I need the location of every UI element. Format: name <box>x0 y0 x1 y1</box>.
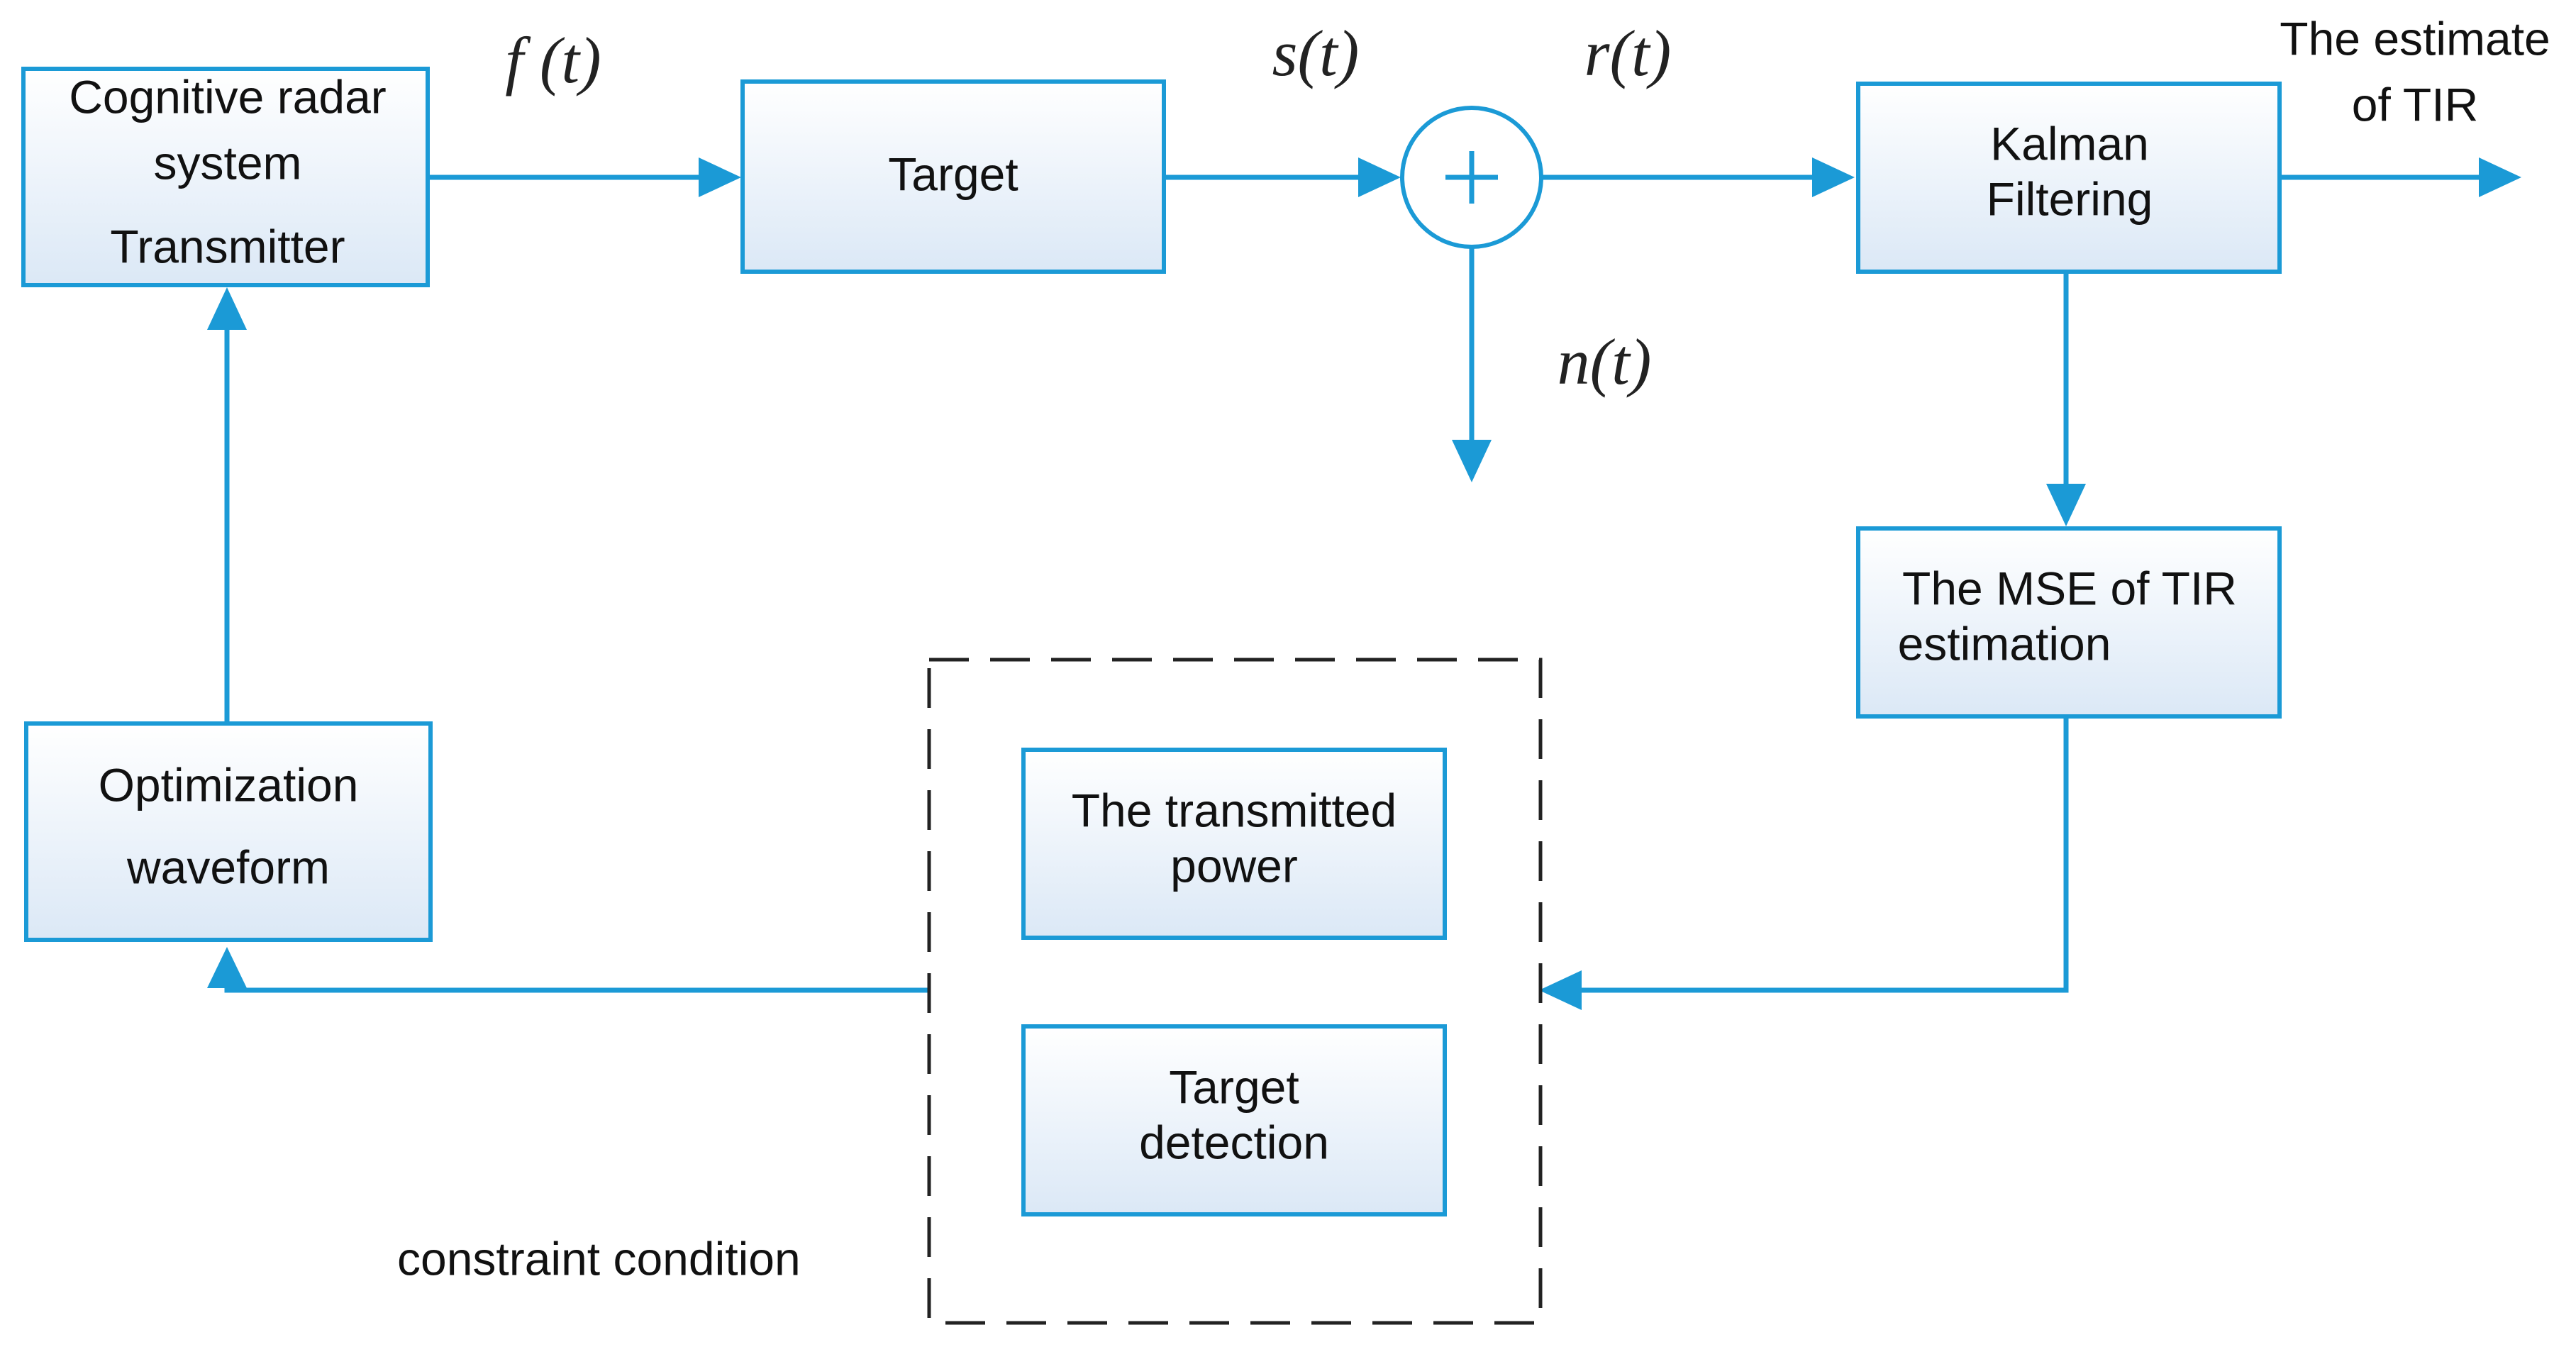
transmitter-label-line-1: Cognitive radar <box>69 70 387 123</box>
arrow-noise-down <box>1452 440 1492 482</box>
mse-block: The MSE of TIR estimation <box>1856 526 2282 719</box>
signal-n-label: n(t) <box>1558 326 1652 398</box>
arrow-into-target <box>699 157 741 197</box>
constraint-condition-label: constraint condition <box>397 1232 801 1285</box>
optimization-block: Optimization waveform <box>24 721 433 942</box>
mse-label-line-1: The MSE of TIR <box>1902 562 2237 614</box>
arrow-into-constraint <box>1539 970 1582 1010</box>
target-detection-block: Target detection <box>1021 1024 1447 1216</box>
wire-mse-to-constraint <box>1578 719 2069 993</box>
kalman-block: Kalman Filtering <box>1856 82 2282 274</box>
adder-node <box>1400 106 1543 249</box>
arrow-output <box>2479 157 2521 197</box>
arrow-into-kalman <box>1812 157 1855 197</box>
target-block: Target <box>740 79 1166 274</box>
signal-r-label: r(t) <box>1584 17 1672 89</box>
output-label-line-2: of TIR <box>2352 78 2479 131</box>
arrow-into-adder <box>1358 157 1401 197</box>
detection-label-line-2: detection <box>1139 1116 1329 1168</box>
kalman-label-line-1: Kalman <box>1990 117 2149 170</box>
target-label: Target <box>888 148 1018 200</box>
output-label-line-1: The estimate <box>2280 12 2550 65</box>
power-label-line-2: power <box>1170 839 1298 892</box>
transmitter-label-line-3: Transmitter <box>110 220 345 272</box>
wire-constraint-to-optimization <box>224 982 929 993</box>
arrow-into-mse <box>2046 484 2086 526</box>
arrow-into-transmitter <box>207 287 247 330</box>
constraint-group: The transmitted power Target detection c… <box>397 658 1543 1325</box>
kalman-label-line-2: Filtering <box>1987 172 2153 225</box>
optimization-label-line-1: Optimization <box>99 758 359 811</box>
power-label-line-1: The transmitted <box>1072 784 1397 836</box>
connections <box>207 157 2521 1010</box>
mse-label-line-2: estimation <box>1898 617 2111 670</box>
signal-f-label: f (t) <box>505 24 601 96</box>
detection-label-line-1: Target <box>1169 1060 1299 1113</box>
transmitted-power-block: The transmitted power <box>1021 748 1447 940</box>
signal-s-label: s(t) <box>1272 17 1360 89</box>
transmitter-label-line-2: system <box>153 136 301 189</box>
transmitter-block: Cognitive radar system Transmitter <box>21 67 430 287</box>
arrow-into-optimization <box>207 947 247 988</box>
constraint-dashed-border <box>927 658 1543 1325</box>
optimization-label-line-2: waveform <box>126 841 330 893</box>
